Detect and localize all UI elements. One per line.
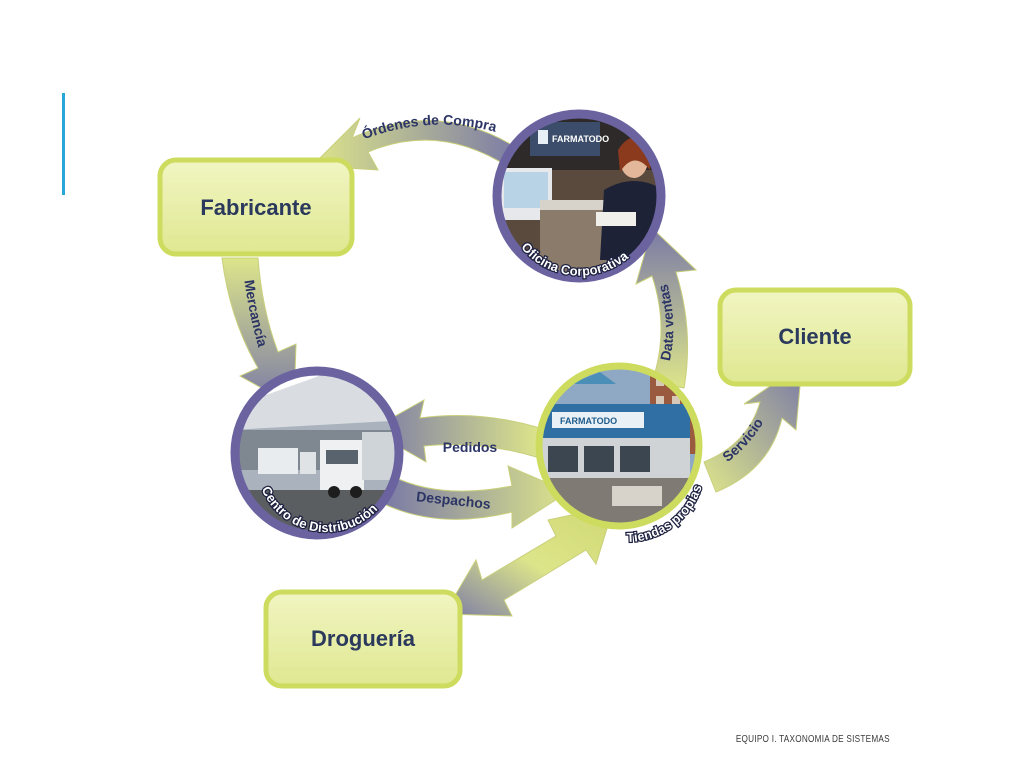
node-tiendas-propias: FARMATODO Tiendas propias (535, 362, 706, 546)
label-data-ventas: Data ventas (655, 283, 677, 362)
tiendas-sign: FARMATODO (560, 416, 617, 426)
node-drogueria: Droguería (263, 589, 463, 689)
slide-accent-bar (62, 93, 65, 195)
fabricante-label: Fabricante (200, 195, 311, 220)
node-centro-distribucion: Centro de Distribución (230, 366, 404, 540)
oficina-sign: FARMATODO (552, 134, 609, 144)
arrow-data-ventas (635, 227, 698, 389)
slide-footer: EQUIPO I. TAXONOMIA DE SISTEMAS (735, 734, 890, 745)
node-fabricante: Fabricante (157, 157, 355, 257)
node-cliente: Cliente (717, 287, 913, 387)
label-pedidos: Pedidos (443, 439, 498, 455)
node-oficina-corporativa: FARMATODO Oficina Corporativa (492, 109, 666, 283)
cliente-label: Cliente (778, 324, 851, 349)
label-despachos: Despachos (416, 488, 492, 512)
drogueria-label: Droguería (311, 626, 416, 651)
arrow-servicio (703, 362, 803, 493)
arrow-despachos (383, 465, 570, 529)
